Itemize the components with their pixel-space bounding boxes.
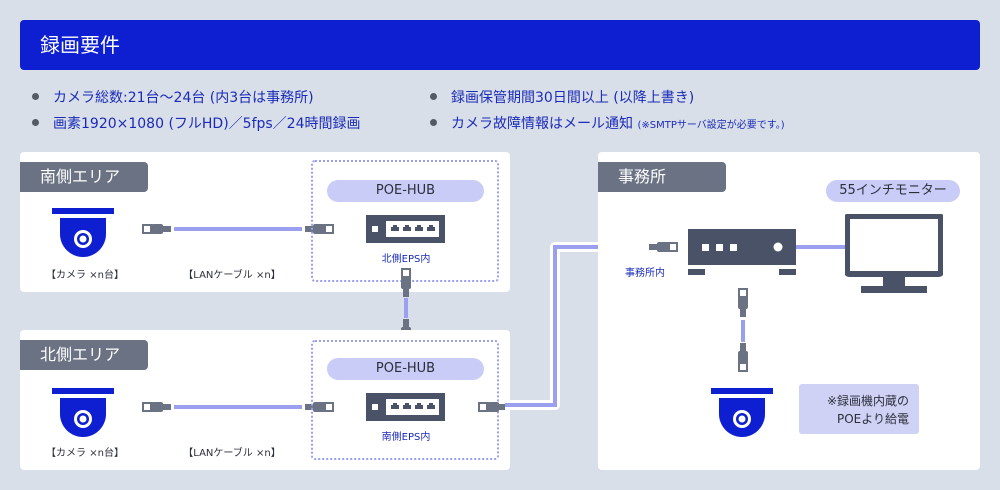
requirement-note: (※SMTPサーバ設定が必要です。)	[637, 120, 785, 131]
poe-hub-icon	[366, 393, 445, 421]
bullet-icon	[32, 118, 39, 126]
monitor-label: 55インチモニター	[826, 180, 960, 202]
note-line: POEより給電	[836, 412, 909, 426]
recorder-location: 事務所内	[625, 268, 665, 279]
requirement-item: カメラ総数:21台〜24台 (内3台は事務所)	[32, 88, 314, 108]
poe-hub-icon	[366, 215, 445, 243]
south-area-tag: 南側エリア	[20, 162, 148, 192]
lan-plug-icon	[478, 402, 507, 412]
recorder-icon	[688, 229, 796, 275]
lan-cable	[174, 405, 302, 409]
requirement-item: 録画保管期間30日間以上 (以降上書き)	[430, 88, 694, 108]
note-line: ※録画機内蔵の	[826, 394, 909, 408]
north-hub-zone	[311, 340, 499, 460]
page-title: 録画要件	[20, 20, 980, 70]
south-cable-label: 【LANケーブル ×n】	[183, 270, 281, 281]
dome-camera-icon	[52, 208, 114, 257]
south-hub-location: 北側EPS内	[381, 254, 431, 265]
lan-plug-icon	[738, 343, 748, 372]
bullet-icon	[32, 92, 39, 100]
south-camera-label: 【カメラ ×n台】	[46, 270, 124, 281]
lan-cable	[174, 227, 302, 231]
north-camera-label: 【カメラ ×n台】	[46, 448, 124, 459]
requirement-text: カメラ総数:21台〜24台 (内3台は事務所)	[53, 90, 314, 106]
requirement-text: 録画保管期間30日間以上 (以降上書き)	[451, 90, 695, 106]
lan-plug-icon	[305, 402, 334, 412]
poe-power-note: ※録画機内蔵の POEより給電	[799, 384, 919, 434]
requirement-item: カメラ故障情報はメール通知 (※SMTPサーバ設定が必要です。)	[430, 114, 785, 136]
south-hub-label: POE-HUB	[327, 180, 484, 202]
lan-plug-icon	[305, 224, 334, 234]
office-tag: 事務所	[598, 162, 726, 192]
lan-plug-icon	[401, 268, 411, 297]
bullet-icon	[430, 118, 437, 126]
lan-plug-icon	[142, 224, 171, 234]
requirement-text: 画素1920×1080 (フルHD)／5fps／24時間録画	[53, 116, 361, 132]
lan-plug-icon	[738, 288, 748, 317]
north-hub-location: 南側EPS内	[381, 432, 431, 443]
lan-plug-icon	[649, 242, 678, 252]
lan-cable	[404, 298, 408, 318]
north-cable-label: 【LANケーブル ×n】	[183, 448, 281, 459]
requirement-text: カメラ故障情報はメール通知	[451, 116, 633, 132]
bullet-icon	[430, 92, 437, 100]
dome-camera-icon	[52, 388, 114, 437]
dome-camera-icon	[711, 388, 773, 437]
lan-cable	[741, 320, 745, 342]
lan-plug-icon	[142, 402, 171, 412]
monitor-icon	[845, 214, 943, 293]
requirement-item: 画素1920×1080 (フルHD)／5fps／24時間録画	[32, 114, 361, 134]
north-area-tag: 北側エリア	[20, 340, 148, 370]
north-hub-label: POE-HUB	[327, 358, 484, 380]
hdmi-cable	[796, 245, 848, 249]
